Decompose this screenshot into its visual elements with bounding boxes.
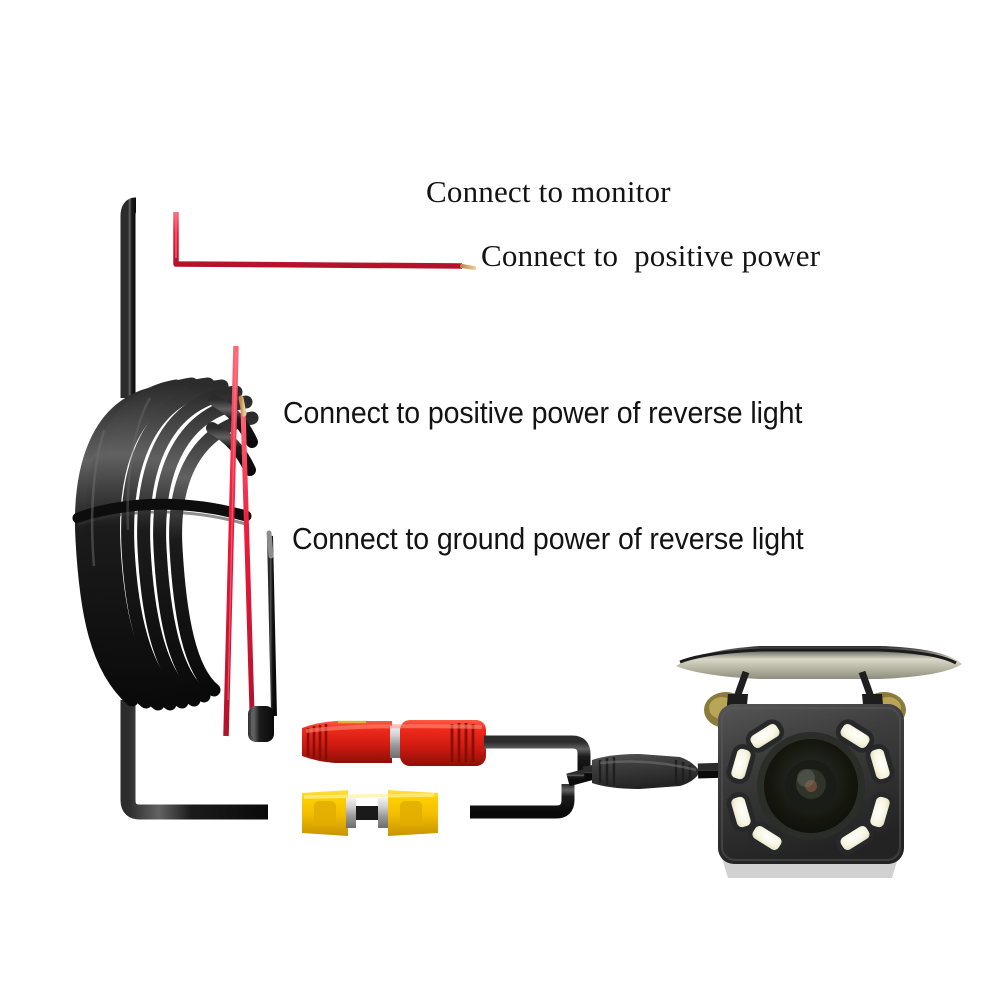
label-connect-to-monitor: Connect to monitor bbox=[426, 174, 671, 209]
red-barrel-connector bbox=[136, 720, 591, 774]
black-ground-wire bbox=[266, 530, 277, 717]
red-reverse-wire bbox=[223, 345, 255, 737]
camera-module bbox=[718, 704, 904, 878]
label-connect-to-positive-power: Connect to positive power bbox=[481, 238, 821, 273]
wire-sleeve bbox=[248, 706, 274, 742]
yellow-rca-coupler bbox=[271, 784, 575, 836]
label-connect-reverse-ground: Connect to ground power of reverse light bbox=[292, 521, 804, 556]
led-ring bbox=[726, 719, 895, 855]
red-power-wire bbox=[173, 212, 476, 270]
camera-lead-junction bbox=[566, 754, 731, 789]
label-connect-reverse-positive: Connect to positive power of reverse lig… bbox=[283, 395, 803, 430]
